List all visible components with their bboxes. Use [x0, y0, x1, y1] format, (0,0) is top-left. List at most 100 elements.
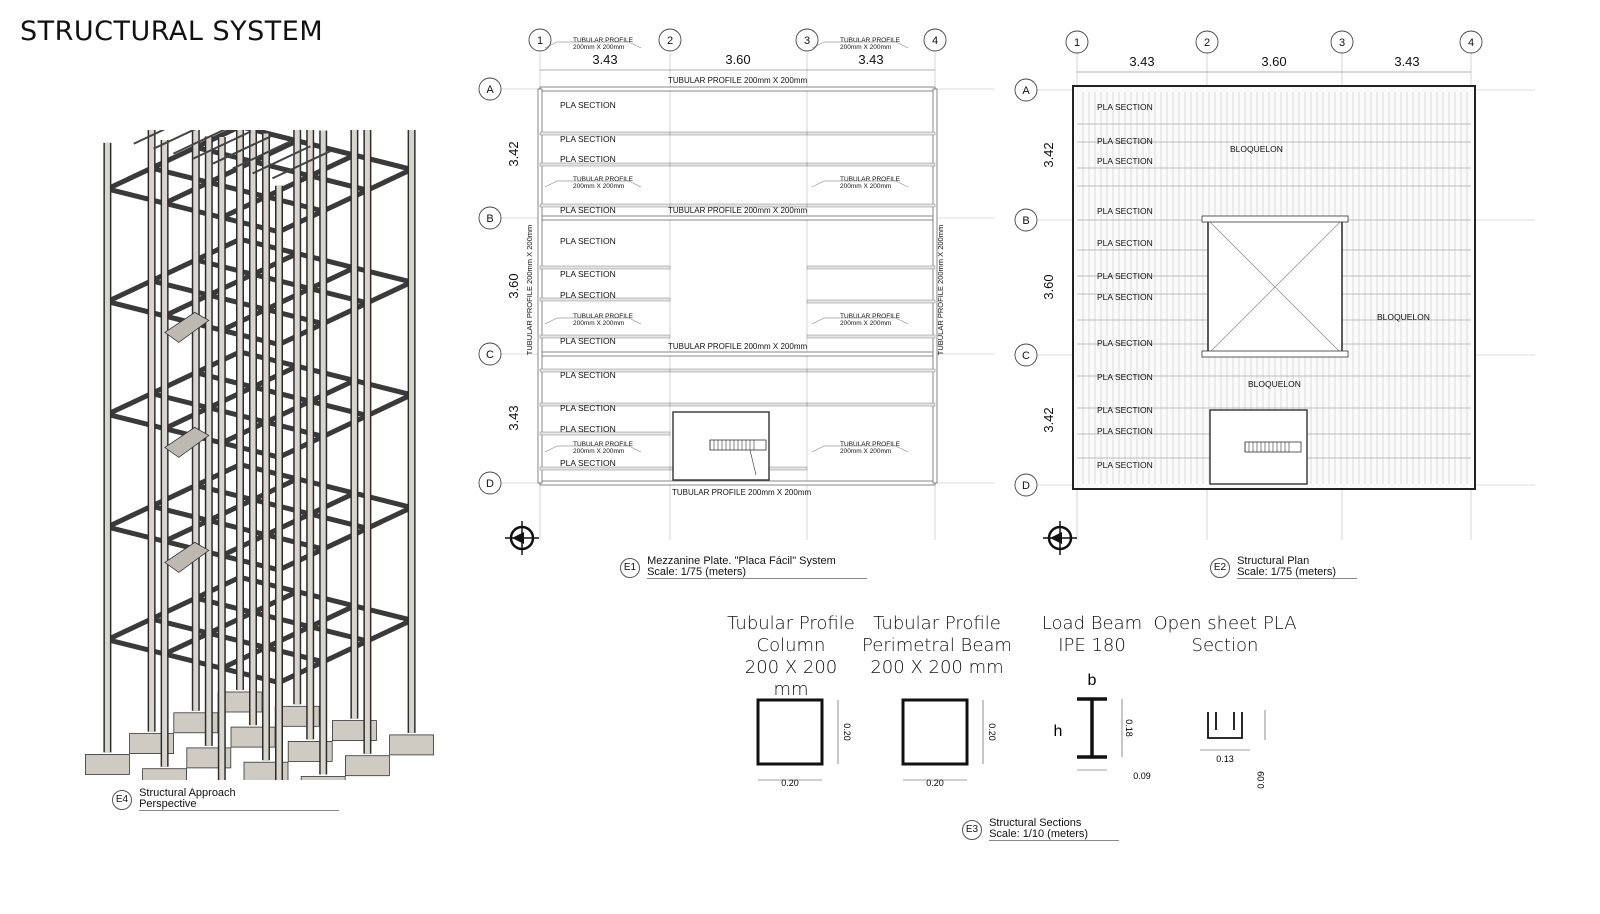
- drawing-label: TUBULAR PROFILE: [840, 313, 901, 320]
- footing: [85, 754, 130, 775]
- drawing-label: PLA SECTION: [560, 403, 616, 413]
- pla-joist: [806, 299, 936, 304]
- drawing-label: 200mm X 200mm: [573, 320, 624, 327]
- grid-row-A-bubble: [1014, 78, 1038, 102]
- leader-line: [544, 180, 642, 188]
- section-title-beam: Tubular Profile Perimetral Beam 200 X 20…: [862, 613, 1012, 679]
- grid-col-3-label: 3: [804, 35, 810, 47]
- grid-col-1-bubble: [1065, 30, 1089, 54]
- stair-flight: [164, 541, 210, 573]
- drawing-label: 3.42: [506, 141, 521, 166]
- structural-perspective-drawing: [85, 130, 435, 780]
- e4-caption-line1: Structural Approach: [139, 787, 236, 799]
- e1-caption-line1: Mezzanine Plate. "Placa Fácil" System: [647, 555, 836, 567]
- beam: [106, 130, 239, 192]
- drawing-label: TUBULAR PROFILE 200mm X 200mm: [668, 76, 807, 85]
- dimension-label: 0.20: [842, 723, 852, 741]
- pla-joist: [806, 131, 936, 136]
- drawing-label: PLA SECTION: [1097, 405, 1153, 415]
- section-title-line: 200 X 200 mm: [870, 657, 1004, 678]
- grid-col-4-label: 4: [932, 35, 938, 47]
- stair-well: [672, 411, 770, 481]
- section-title-line: Tubular Profile: [873, 613, 1001, 634]
- pergola-rafter: [271, 150, 331, 180]
- void-beam: [1201, 215, 1349, 223]
- north-arrow-pointer: [1050, 532, 1062, 544]
- drawing-label: 200mm X 200mm: [573, 448, 624, 455]
- page-title: STRUCTURAL SYSTEM: [20, 16, 324, 47]
- section-title-line: Load Beam: [1041, 613, 1143, 634]
- section-title-column: Tubular Profile Column 200 X 200 mm: [726, 613, 856, 701]
- e2-caption-number: E2: [1210, 557, 1230, 578]
- drawing-label: PLA SECTION: [1097, 372, 1153, 382]
- pla-joist: [669, 203, 808, 208]
- e2-caption-line1: Structural Plan: [1237, 555, 1310, 567]
- grid-row-D-bubble: [1014, 473, 1038, 497]
- drawing-label: PLA SECTION: [560, 269, 616, 279]
- tubular-beam: [539, 351, 936, 357]
- leader-line: [544, 41, 642, 49]
- grid-col-4-bubble: [923, 28, 947, 52]
- section-title-pla: Open sheet PLA Section: [1150, 613, 1300, 657]
- pla-joist: [539, 297, 671, 302]
- e4-caption-line2: Perspective: [139, 798, 197, 810]
- drawing-label: TUBULAR PROFILE: [573, 441, 634, 448]
- drawing-label: PLA SECTION: [1097, 206, 1153, 216]
- e1-caption-line2: Scale: 1/75 (meters): [647, 566, 747, 578]
- tubular-beam: [539, 86, 936, 92]
- grid-row-A-label: A: [486, 84, 494, 96]
- drawing-label: BLOQUELON: [1377, 312, 1430, 322]
- dimension-label: 0.20: [781, 778, 799, 788]
- drawing-label: PLA SECTION: [560, 458, 616, 468]
- drawing-label: 200mm X 200mm: [573, 183, 624, 190]
- e4-caption-number: E4: [112, 789, 132, 810]
- drawing-label: TUBULAR PROFILE 200mm X 200mm: [525, 225, 534, 355]
- pergola-rafter: [192, 130, 252, 160]
- drawing-label: PLA SECTION: [1097, 102, 1153, 112]
- grid-row-D-bubble: [478, 471, 502, 495]
- ipe-b-label: b: [1088, 672, 1097, 689]
- grid-col-3-label: 3: [1339, 37, 1345, 49]
- footing: [344, 755, 390, 777]
- e3-caption-line2: Scale: 1/10 (meters): [989, 828, 1089, 840]
- drawing-label: 3.60: [725, 52, 750, 67]
- grid-row-C-label: C: [1022, 350, 1030, 362]
- stair-flight: [164, 311, 210, 343]
- drawing-label: 200mm X 200mm: [840, 44, 891, 51]
- void-beam: [1201, 350, 1349, 358]
- drawing-label: 3.42: [1041, 407, 1056, 432]
- drawing-label: PLA SECTION: [1097, 426, 1153, 436]
- beam: [163, 138, 299, 206]
- drawing-label: TUBULAR PROFILE 200mm X 200mm: [668, 206, 807, 215]
- footing: [142, 768, 187, 780]
- drawing-label: 3.42: [1041, 142, 1056, 167]
- drawing-label: 3.60: [506, 273, 521, 298]
- drawing-label: TUBULAR PROFILE 200mm X 200mm: [672, 488, 811, 497]
- pla-section-shape: [1207, 712, 1243, 739]
- dimension-label: 0.20: [926, 778, 944, 788]
- pla-joist: [806, 265, 936, 270]
- grid-row-B-label: B: [1022, 215, 1029, 227]
- e3-caption: E3 Structural Sections Scale: 1/10 (mete…: [962, 818, 1120, 841]
- void-cross: [1207, 219, 1343, 355]
- tubular-beam: [539, 215, 936, 221]
- drawing-label: 3.43: [592, 52, 617, 67]
- pergola-rafter: [252, 145, 311, 175]
- drawing-label: BLOQUELON: [1248, 379, 1301, 389]
- pla-joist: [806, 203, 936, 208]
- e1-caption: E1 Mezzanine Plate. "Placa Fácil" System…: [620, 555, 868, 579]
- section-title-line: Tubular Profile: [727, 613, 855, 634]
- grid-col-3-bubble: [795, 28, 819, 52]
- footing: [389, 734, 435, 756]
- grid-col-2-label: 2: [667, 35, 673, 47]
- stair-flight: [164, 426, 210, 458]
- drawing-label: PLA SECTION: [560, 336, 616, 346]
- section-title-load-beam: Load Beam IPE 180: [1036, 613, 1148, 657]
- leader-line: [811, 41, 909, 49]
- leader-line: [811, 445, 909, 453]
- section-title-line: 200 X 200 mm: [744, 657, 838, 700]
- section-title-line: Section: [1191, 635, 1259, 656]
- drawing-label: TUBULAR PROFILE 200mm X 200mm: [668, 342, 807, 351]
- grid-col-2-label: 2: [1204, 37, 1210, 49]
